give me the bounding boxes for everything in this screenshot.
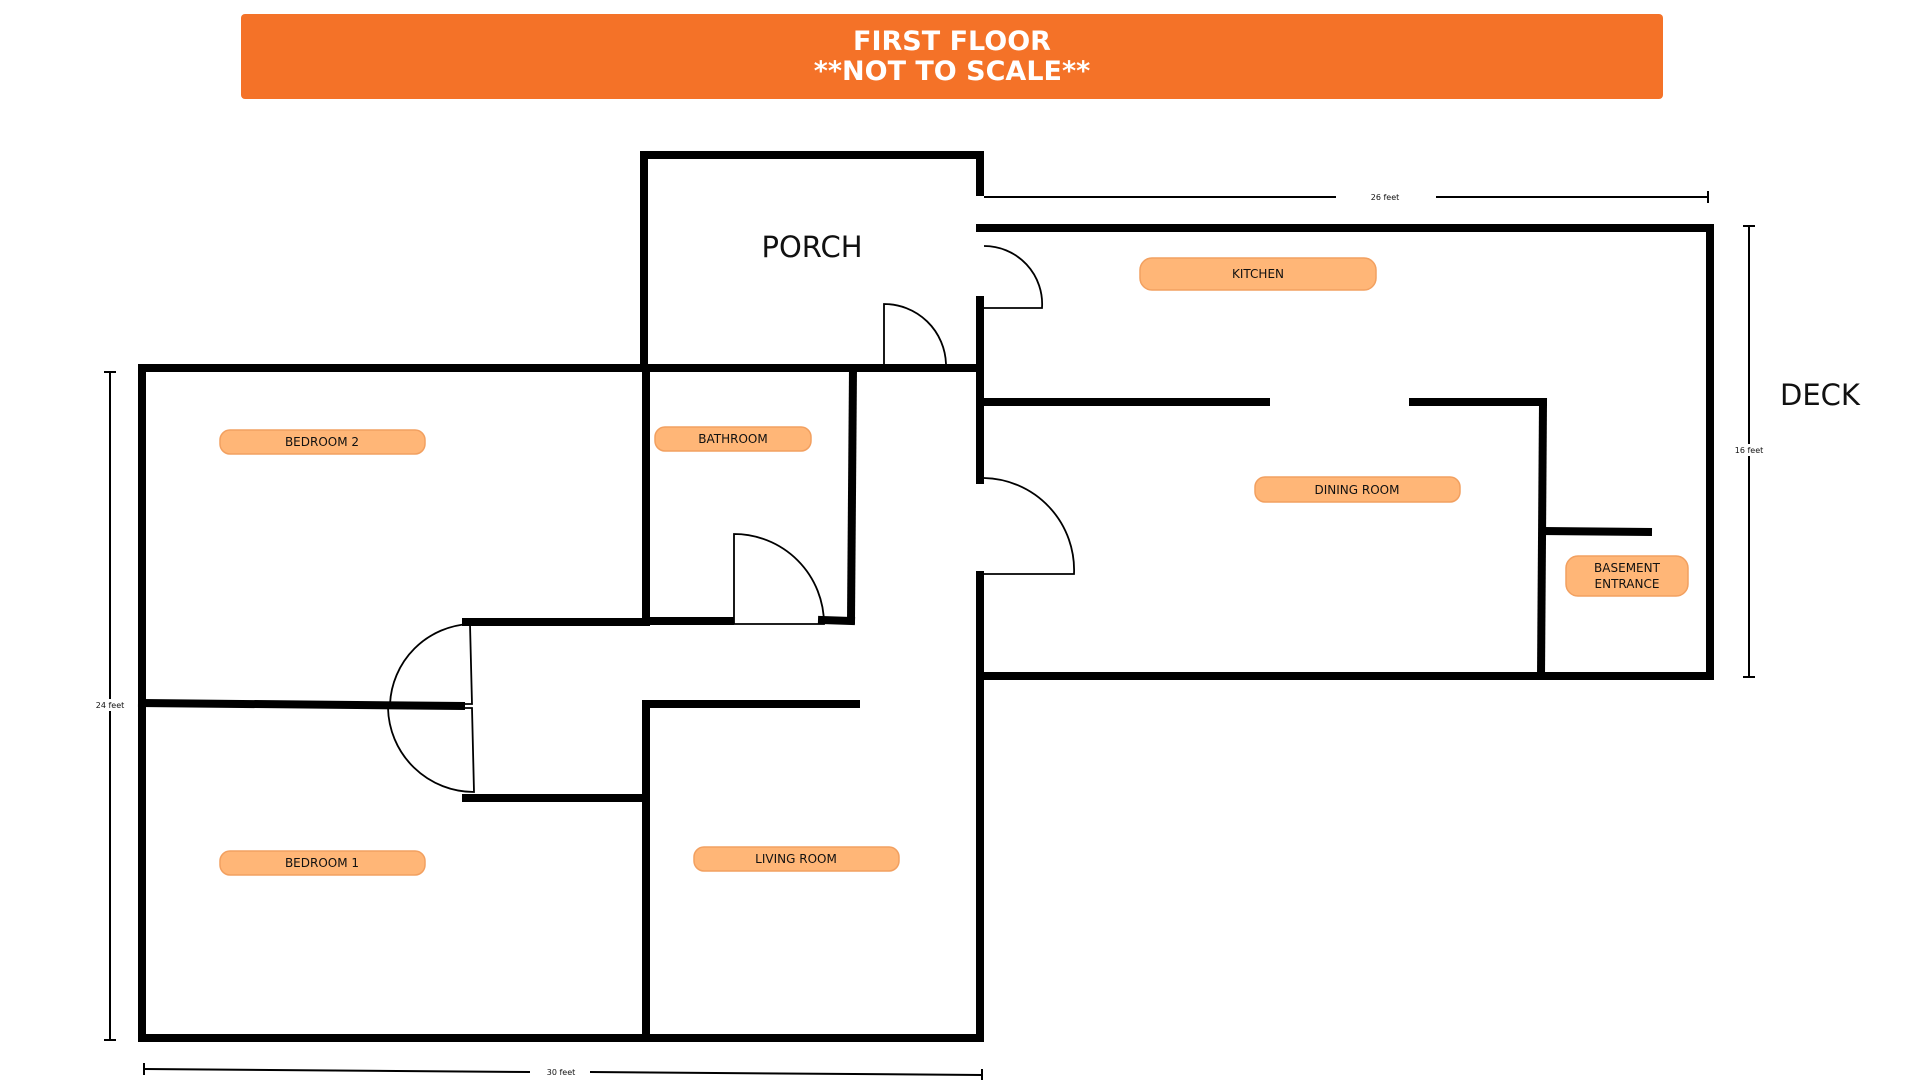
walls	[137, 151, 1714, 1042]
bedroom1-door	[387, 707, 475, 793]
room-label-bedroom1: BEDROOM 1	[219, 850, 426, 876]
room-label-bathroom: BATHROOM	[654, 426, 812, 452]
basement-label-line1: BASEMENT	[1594, 561, 1661, 575]
room-label-living-room: LIVING ROOM	[693, 846, 900, 872]
living-room-pill	[693, 846, 900, 872]
dimension-right-label-bg	[1735, 444, 1765, 456]
living-room-label: LIVING ROOM	[755, 852, 837, 866]
bathroom-wall-bottom-right	[817, 615, 856, 626]
room-label-dining-room: DINING ROOM	[1254, 476, 1461, 503]
basement-pill	[1565, 555, 1689, 597]
bathroom-label: BATHROOM	[698, 432, 767, 446]
scale-note: **NOT TO SCALE**	[813, 55, 1091, 87]
porch-label: PORCH	[761, 230, 862, 264]
bedroom1-pill	[219, 850, 426, 876]
bedroom-divider-wall	[137, 698, 466, 711]
floor-title-banner: FIRST FLOOR **NOT TO SCALE**	[241, 14, 1663, 99]
dimension-left-label-bg	[94, 699, 126, 711]
basement-label-line2: ENTRANCE	[1595, 577, 1660, 591]
bedroom2-door	[389, 623, 473, 705]
doors	[387, 245, 1075, 793]
kitchen-label: KITCHEN	[1232, 267, 1284, 281]
basement-wall-vertical	[1536, 397, 1548, 681]
deck-label: DECK	[1780, 378, 1861, 412]
dimension-lines: 26 feet 16 feet 24 feet 30 feet	[94, 191, 1765, 1080]
room-label-kitchen: KITCHEN	[1139, 257, 1377, 291]
porch-door	[883, 303, 947, 365]
bedroom2-pill	[219, 429, 426, 455]
dimension-top-label: 26 feet	[1371, 193, 1400, 202]
kitchen-door	[983, 245, 1044, 309]
dimension-bottom-line-left	[143, 1068, 531, 1073]
dining-door	[983, 477, 1075, 575]
room-label-basement-entrance: BASEMENT ENTRANCE	[1565, 555, 1689, 597]
bedroom1-label: BEDROOM 1	[285, 856, 359, 870]
basement-wall-stub	[1538, 526, 1653, 537]
dimension-left-label: 24 feet	[96, 701, 125, 710]
room-label-bedroom2: BEDROOM 2	[219, 429, 426, 455]
dining-room-pill	[1254, 476, 1461, 503]
dimension-bottom-line-right	[589, 1071, 983, 1076]
bathroom-pill	[654, 426, 812, 452]
bedroom2-label: BEDROOM 2	[285, 435, 359, 449]
dimension-right-label: 16 feet	[1735, 446, 1764, 455]
dining-room-label: DINING ROOM	[1315, 483, 1400, 497]
floor-title: FIRST FLOOR	[853, 25, 1051, 57]
kitchen-pill	[1139, 257, 1377, 291]
bathroom-wall-right	[846, 363, 858, 625]
dimension-bottom-label: 30 feet	[547, 1068, 576, 1077]
bathroom-door	[733, 533, 825, 625]
